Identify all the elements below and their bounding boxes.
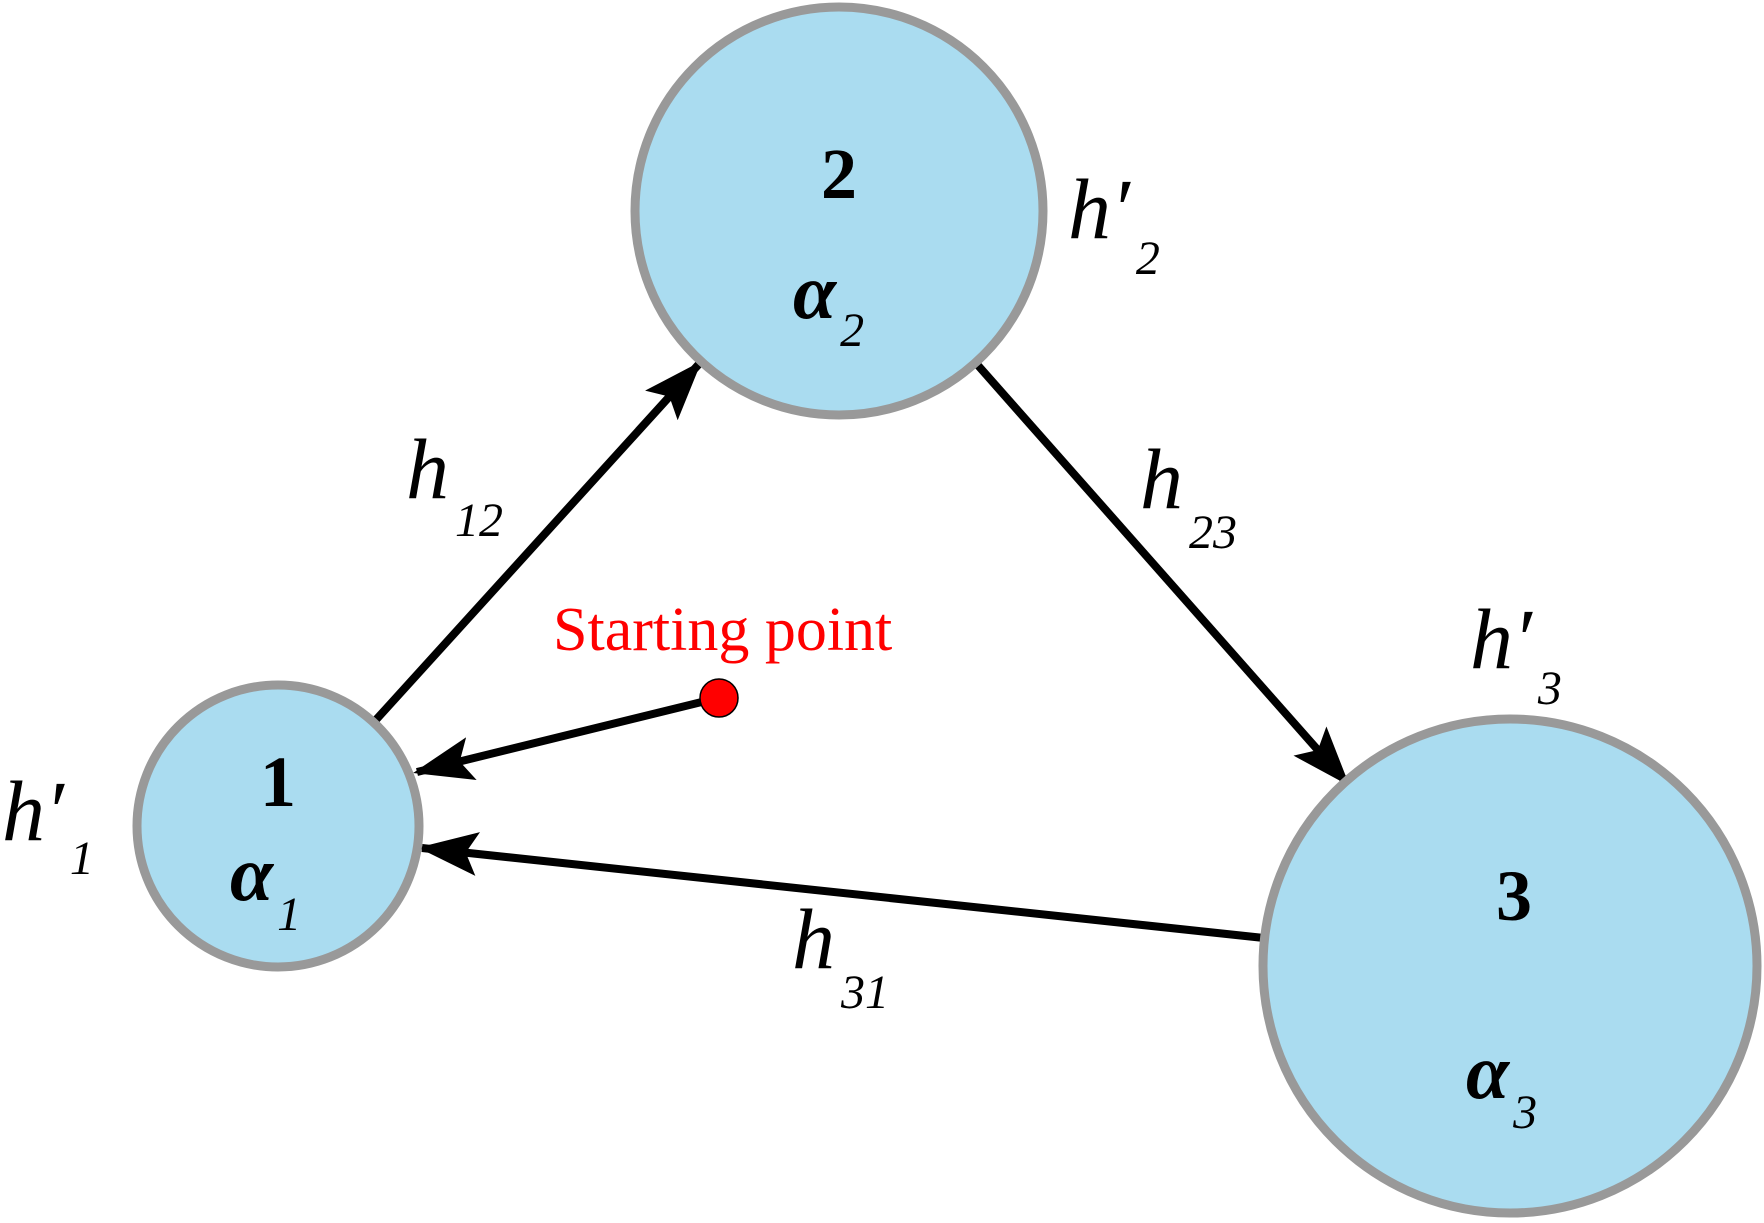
- node-1-alpha-sub: 1: [277, 888, 301, 941]
- edge-1-to-2: [371, 361, 702, 725]
- node-3-rate-symbol: h′: [1470, 591, 1533, 687]
- edge-2-to-3: [972, 359, 1350, 786]
- edge-2-3-label: h23: [1140, 431, 1237, 559]
- starting-point-dot: [699, 678, 739, 718]
- edge-2-3-sub: 23: [1189, 506, 1237, 559]
- node-1-rate-symbol: h′: [2, 763, 65, 859]
- node-1-alpha-symbol: α: [230, 830, 275, 917]
- node-2-alpha-symbol: α: [793, 248, 838, 335]
- node-2-number: 2: [821, 134, 857, 214]
- node-1-circle: [132, 680, 424, 972]
- edge-2-3-symbol: h: [1140, 431, 1183, 527]
- starting-point-label: Starting point: [553, 596, 892, 664]
- node-1-rate-label: h′1: [2, 763, 94, 885]
- node-2-rate-sub: 2: [1136, 232, 1160, 285]
- node-1-rate-sub: 1: [70, 832, 94, 885]
- edge-1-2-label: h12: [406, 421, 503, 547]
- node-3-circle: [1258, 714, 1762, 1218]
- node-2-circle: [630, 2, 1048, 420]
- start-arrow: [413, 694, 719, 780]
- node-3-alpha-sub: 3: [1512, 1086, 1537, 1139]
- edge-3-1-label: h31: [792, 891, 889, 1019]
- node-2-alpha: α2: [793, 248, 864, 357]
- edge-1-2-symbol: h: [406, 421, 449, 517]
- node-3-rate-label: h′3: [1470, 591, 1562, 715]
- node-2-rate-label: h′2: [1068, 161, 1160, 285]
- edge-3-1-symbol: h: [792, 891, 835, 987]
- node-3-rate-sub: 3: [1537, 662, 1562, 715]
- node-2-alpha-sub: 2: [840, 304, 864, 357]
- edge-3-1-sub: 31: [840, 966, 889, 1019]
- node-1-number: 1: [260, 742, 296, 822]
- node-3-alpha: α3: [1466, 1028, 1537, 1139]
- edge-3-to-1: [418, 832, 1265, 942]
- node-3-alpha-symbol: α: [1466, 1028, 1511, 1115]
- node-1-alpha: α1: [230, 830, 301, 941]
- node-3-number: 3: [1496, 856, 1532, 936]
- node-2-rate-symbol: h′: [1068, 161, 1131, 257]
- edge-1-2-sub: 12: [455, 494, 503, 547]
